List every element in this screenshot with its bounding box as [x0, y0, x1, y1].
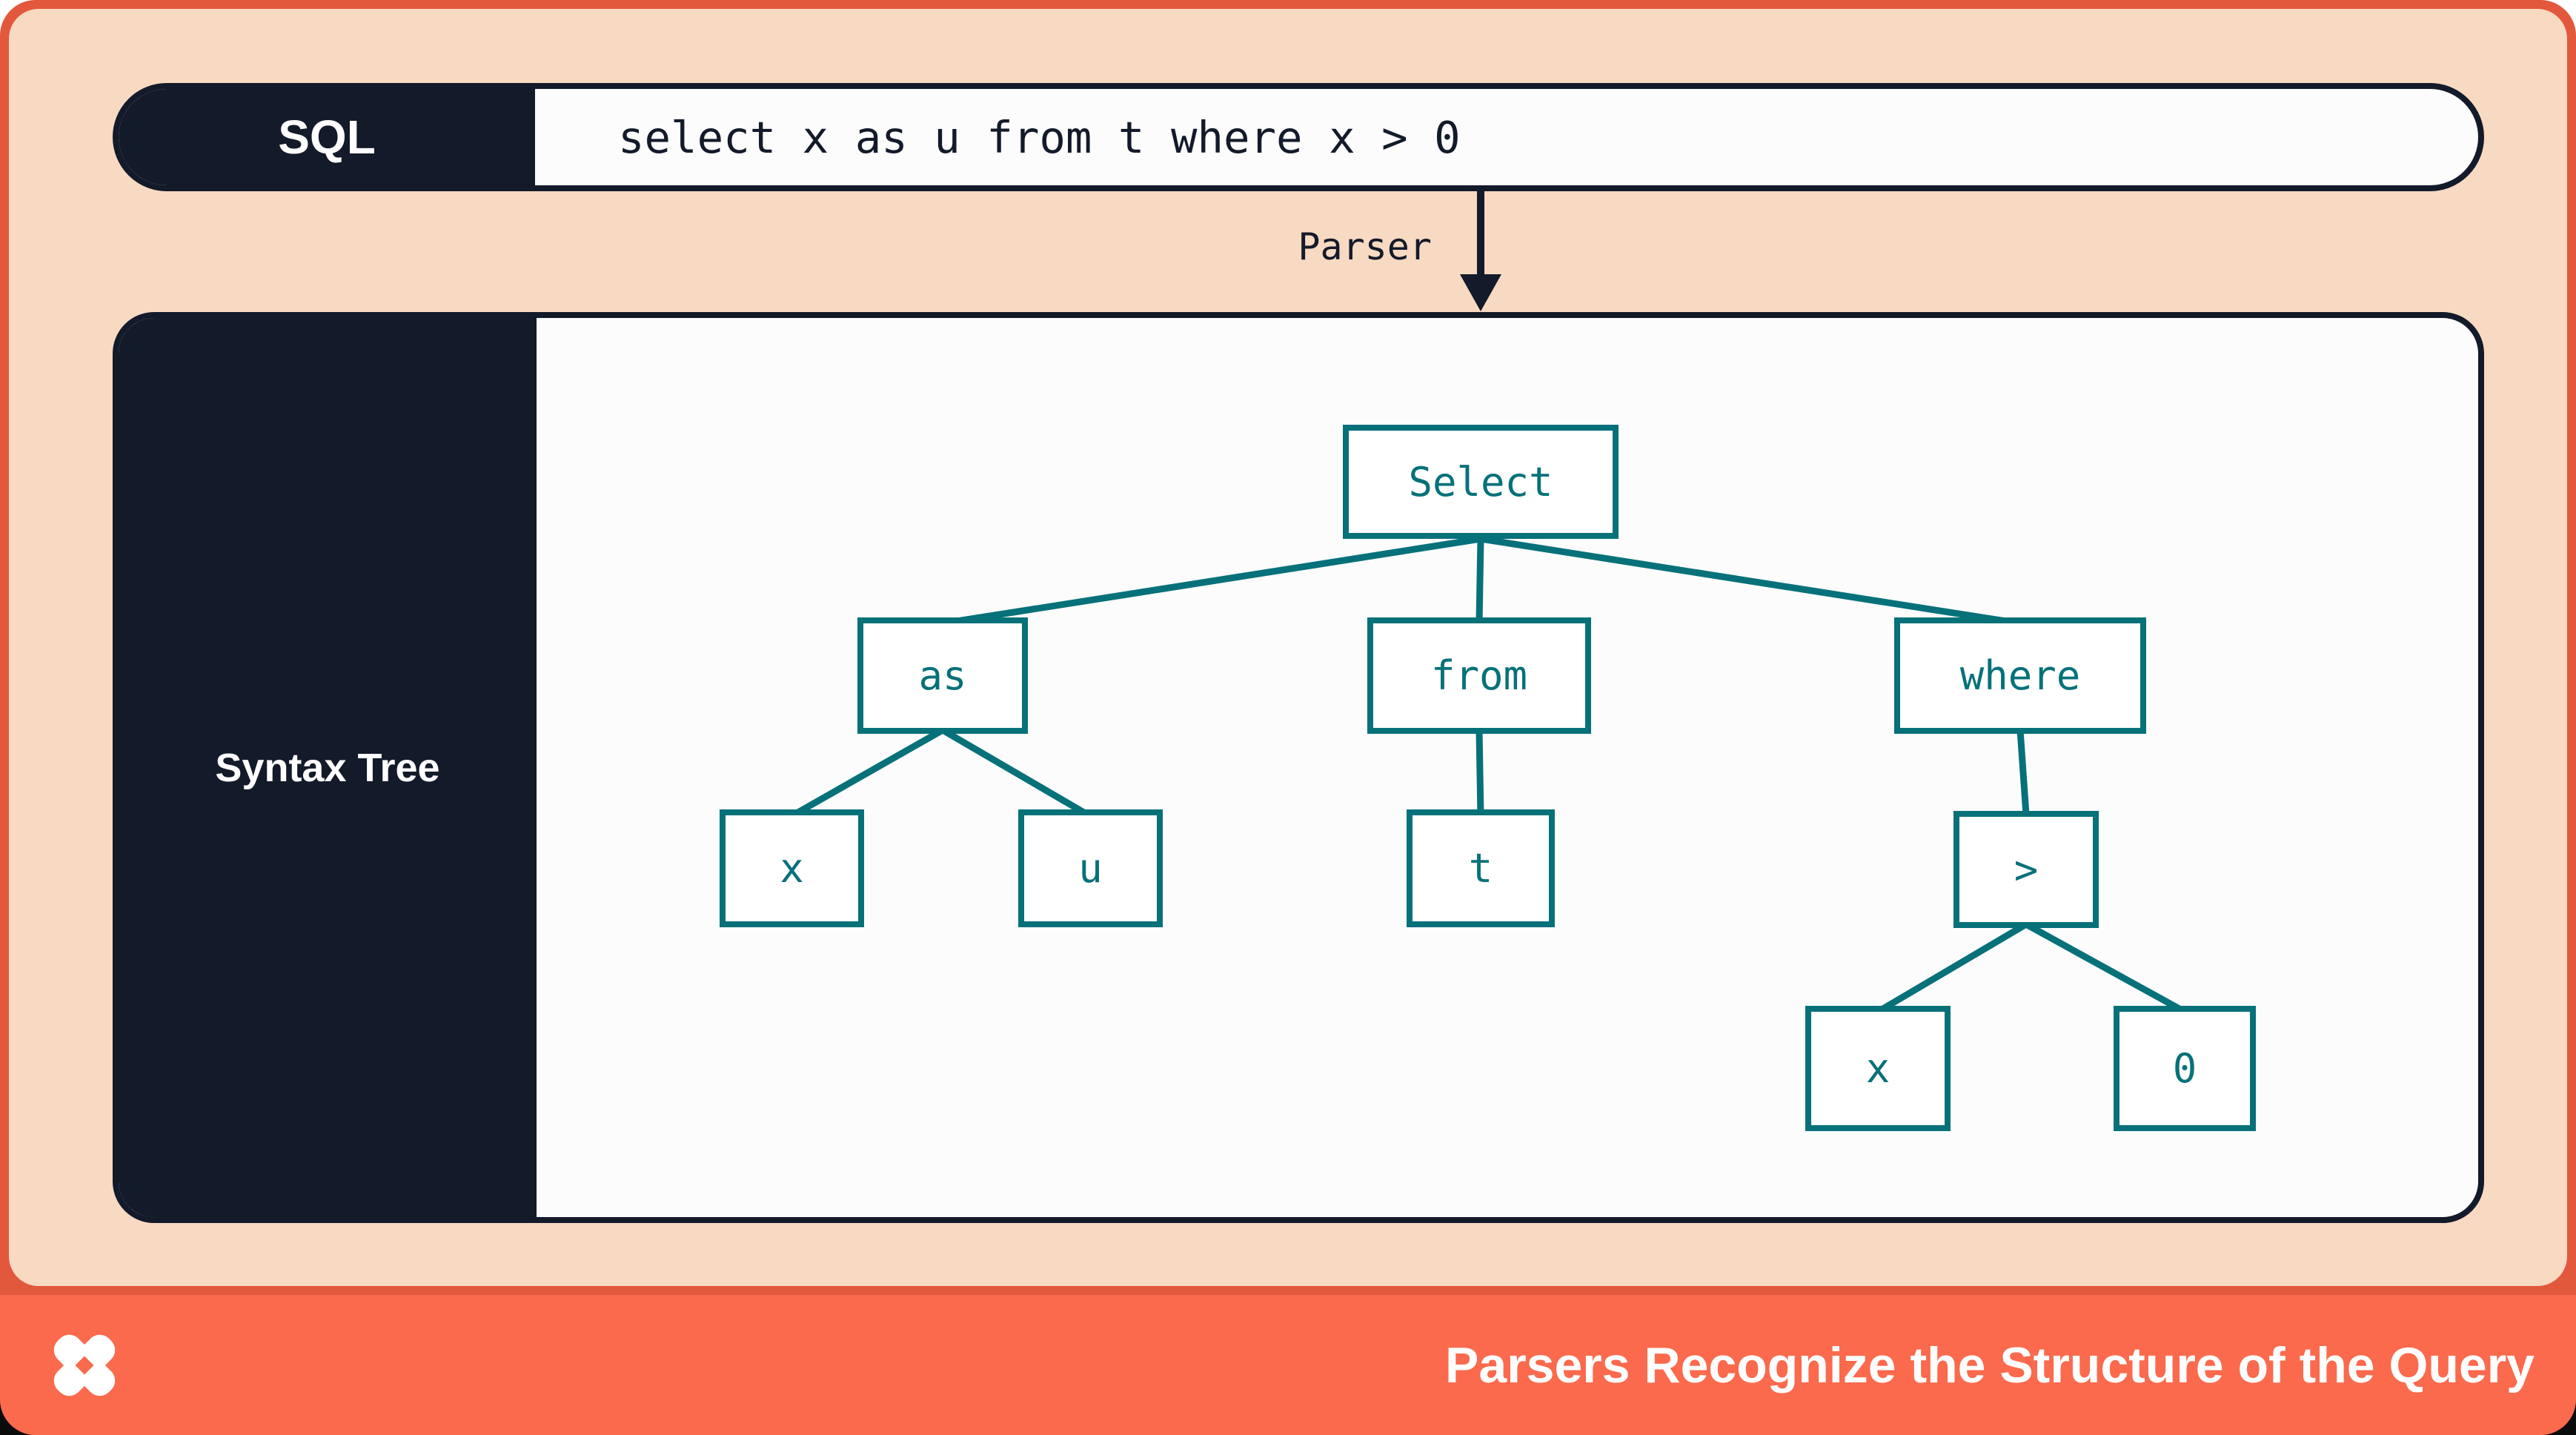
syntax-tree-canvas: Select as from where x u t > x 0 — [537, 318, 2478, 1217]
dolt-x-logo-icon — [53, 1334, 116, 1396]
syntax-tree-panel-label: Syntax Tree — [119, 318, 537, 1217]
footer-title: Parsers Recognize the Structure of the Q… — [1445, 1336, 2534, 1393]
tree-node-t: t — [1407, 809, 1555, 927]
sql-query-text: select x as u from t where x > 0 — [618, 111, 1461, 163]
tree-node-x-operand: x — [1805, 1006, 1951, 1131]
footer-bar: Parsers Recognize the Structure of the Q… — [0, 1295, 2576, 1435]
tree-node-zero: 0 — [2114, 1006, 2256, 1131]
parser-label: Parser — [1298, 225, 1432, 268]
tree-edges — [789, 535, 2187, 1015]
tree-node-u: u — [1018, 809, 1163, 927]
parser-arrow-line — [1477, 191, 1484, 277]
slide-main-area: SQL select x as u from t where x > 0 Par… — [9, 9, 2567, 1286]
tree-node-x-alias: x — [720, 809, 864, 927]
tree-node-from: from — [1367, 617, 1591, 734]
syntax-tree-panel: Syntax Tree Select — [113, 312, 2484, 1223]
tree-node-where: where — [1894, 617, 2146, 734]
sql-bar-label: SQL — [119, 89, 535, 185]
tree-node-select: Select — [1343, 425, 1619, 539]
sql-bar: SQL select x as u from t where x > 0 — [113, 83, 2484, 191]
tree-node-as: as — [857, 617, 1028, 734]
parser-arrow-head-icon — [1460, 274, 1501, 311]
tree-node-greater-than: > — [1953, 811, 2099, 928]
